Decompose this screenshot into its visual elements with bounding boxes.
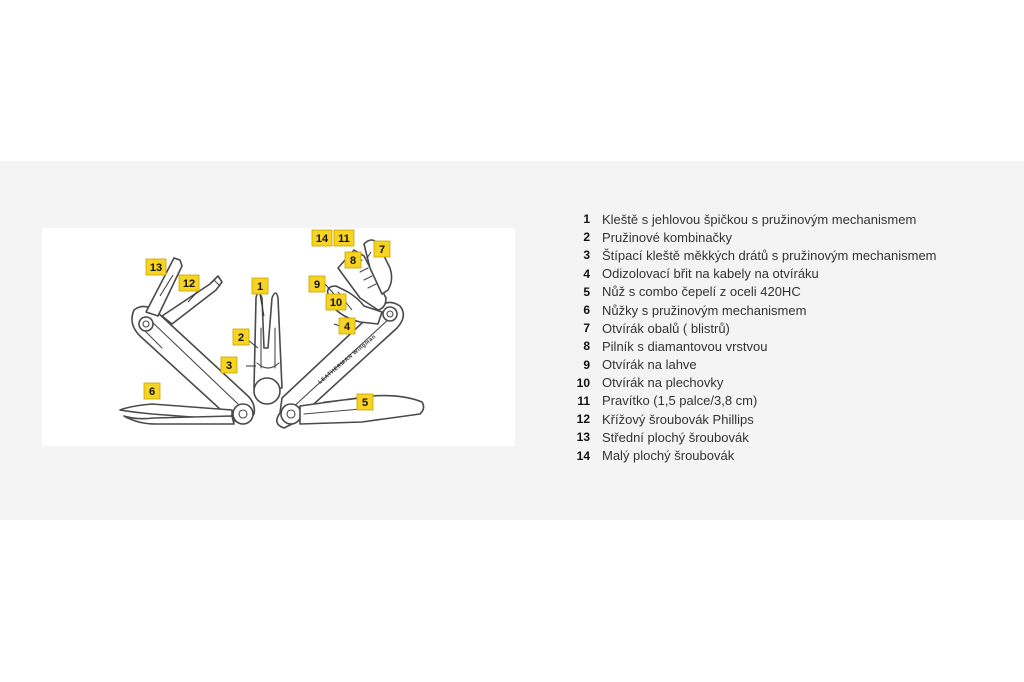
svg-text:7: 7: [379, 244, 385, 256]
blister-opener: [363, 239, 393, 295]
callout-5: 5: [356, 393, 374, 411]
svg-text:2: 2: [238, 332, 244, 344]
callout-6: 6: [143, 382, 161, 400]
callout-7: 7: [373, 240, 391, 258]
svg-text:5: 5: [362, 397, 368, 409]
callout-10: 10: [325, 293, 347, 311]
multitool-diagram: LEATHERMAN Wingman: [42, 228, 515, 446]
callout-14: 14: [311, 229, 333, 247]
svg-text:6: 6: [149, 386, 155, 398]
callout-1: 1: [251, 277, 269, 295]
right-pivot: [382, 306, 398, 322]
callout-2: 2: [232, 328, 250, 346]
pliers-pivot: [253, 377, 281, 405]
callout-9: 9: [308, 275, 326, 293]
svg-text:4: 4: [344, 321, 351, 333]
left-pivot: [138, 316, 154, 332]
callout-13: 13: [145, 258, 167, 276]
svg-text:1: 1: [257, 281, 263, 293]
callout-8: 8: [344, 251, 362, 269]
multitool-drawing: LEATHERMAN Wingman: [119, 229, 425, 429]
pliers-jaws: [253, 292, 283, 389]
svg-text:13: 13: [150, 262, 162, 274]
callout-4: 4: [338, 317, 356, 335]
svg-text:9: 9: [314, 279, 320, 291]
svg-text:14: 14: [316, 233, 329, 245]
medium-flat-screwdriver: [145, 257, 183, 317]
callout-12: 12: [178, 274, 200, 292]
svg-text:3: 3: [226, 360, 232, 372]
right-bottom-pivot: [280, 403, 302, 425]
callout-11: 11: [333, 229, 355, 247]
svg-text:8: 8: [350, 255, 356, 267]
svg-text:12: 12: [183, 278, 195, 290]
left-bottom-pivot: [232, 403, 254, 425]
svg-text:10: 10: [330, 297, 342, 309]
phillips-screwdriver: [161, 275, 223, 325]
svg-text:11: 11: [338, 233, 350, 245]
callout-3: 3: [220, 356, 238, 374]
